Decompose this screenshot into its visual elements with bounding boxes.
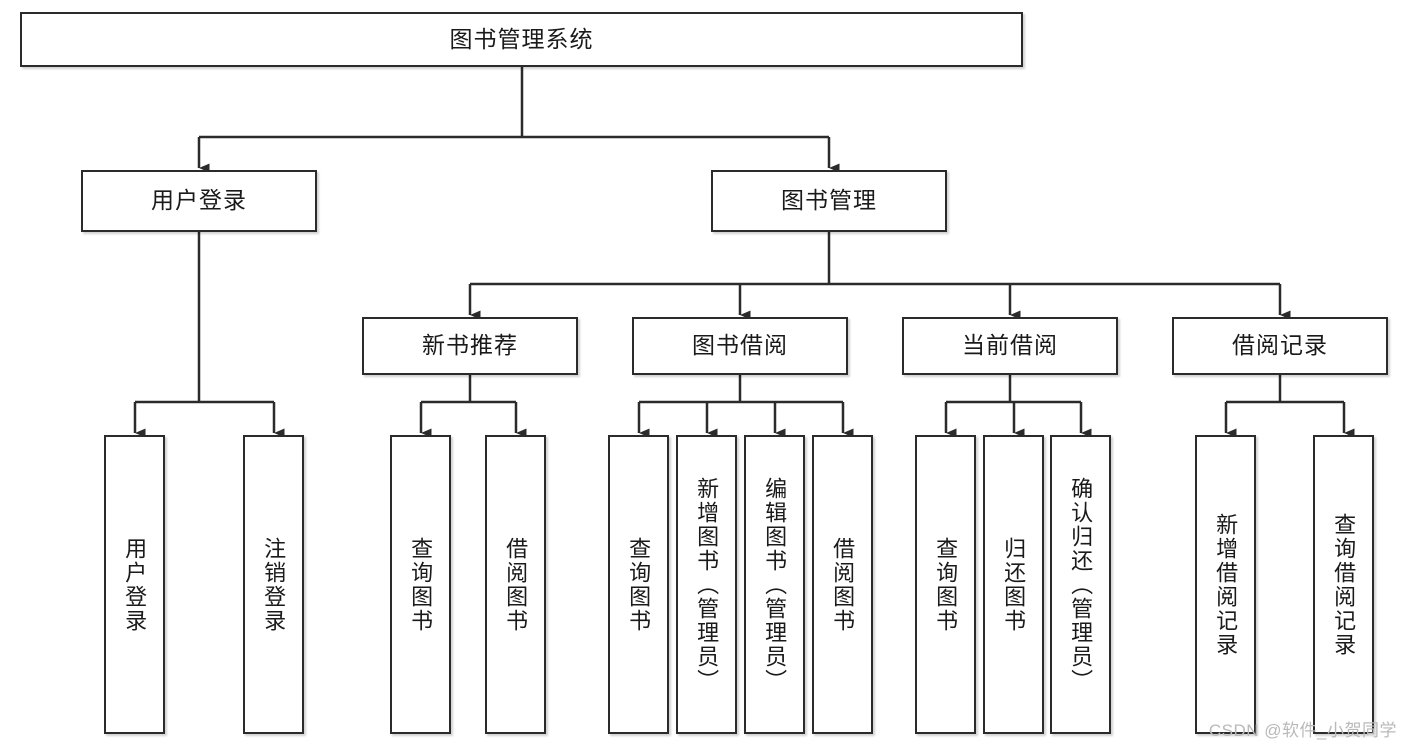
diagram-node-l2b[interactable]: 图书借阅 xyxy=(632,317,848,375)
diagram-node-label: 归还图书 xyxy=(1001,536,1027,633)
diagram-node-l1b[interactable]: 图书管理 xyxy=(711,170,947,232)
diagram-node-label: 图书管理系统 xyxy=(449,25,594,52)
diagram-node-label: 当前借阅 xyxy=(962,332,1058,359)
diagram-node-label: 查询图书 xyxy=(626,536,652,633)
diagram-node-label: 编辑图书（管理员） xyxy=(762,476,788,693)
diagram-node-label: 借阅图书 xyxy=(503,536,529,633)
diagram-node-label: 注销登录 xyxy=(261,536,287,633)
diagram-node-l2d[interactable]: 借阅记录 xyxy=(1172,317,1388,375)
diagram-node-l3c1[interactable]: 查询图书 xyxy=(608,435,669,734)
diagram-node-label: 用户登录 xyxy=(151,187,247,214)
diagram-node-l3c4[interactable]: 借阅图书 xyxy=(812,435,873,734)
diagram-node-l1a[interactable]: 用户登录 xyxy=(81,170,317,232)
diagram-node-l2a[interactable]: 新书推荐 xyxy=(362,317,578,375)
diagram-node-l3e2[interactable]: 查询借阅记录 xyxy=(1313,435,1374,734)
diagram-node-label: 查询图书 xyxy=(933,536,959,633)
diagram-node-l3b1[interactable]: 查询图书 xyxy=(390,435,451,734)
diagram-node-label: 新书推荐 xyxy=(422,332,518,359)
diagram-node-label: 查询借阅记录 xyxy=(1331,512,1357,657)
diagram-node-l3a2[interactable]: 注销登录 xyxy=(243,435,304,734)
diagram-node-l3c3[interactable]: 编辑图书（管理员） xyxy=(744,435,805,734)
diagram-node-label: 用户登录 xyxy=(122,536,148,633)
diagram-node-label: 新增图书（管理员） xyxy=(694,476,720,693)
diagram-node-l2c[interactable]: 当前借阅 xyxy=(902,317,1118,375)
diagram-node-l3d3[interactable]: 确认归还（管理员） xyxy=(1050,435,1111,734)
diagram-node-label: 借阅记录 xyxy=(1232,332,1328,359)
diagram-node-l3d2[interactable]: 归还图书 xyxy=(983,435,1044,734)
diagram-node-label: 图书管理 xyxy=(781,187,877,214)
diagram-node-l3b2[interactable]: 借阅图书 xyxy=(485,435,546,734)
watermark-label: CSDN @软件_小贺同学 xyxy=(1208,721,1397,740)
diagram-node-l3e1[interactable]: 新增借阅记录 xyxy=(1195,435,1256,734)
diagram-node-l3d1[interactable]: 查询图书 xyxy=(915,435,976,734)
diagram-node-label: 借阅图书 xyxy=(830,536,856,633)
diagram-node-l3c2[interactable]: 新增图书（管理员） xyxy=(676,435,737,734)
diagram-node-label: 新增借阅记录 xyxy=(1213,512,1239,657)
diagram-node-label: 确认归还（管理员） xyxy=(1068,476,1094,693)
diagram-node-label: 图书借阅 xyxy=(692,332,788,359)
diagram-node-l3a1[interactable]: 用户登录 xyxy=(104,435,165,734)
diagram-node-root[interactable]: 图书管理系统 xyxy=(20,12,1023,67)
diagram-node-label: 查询图书 xyxy=(408,536,434,633)
